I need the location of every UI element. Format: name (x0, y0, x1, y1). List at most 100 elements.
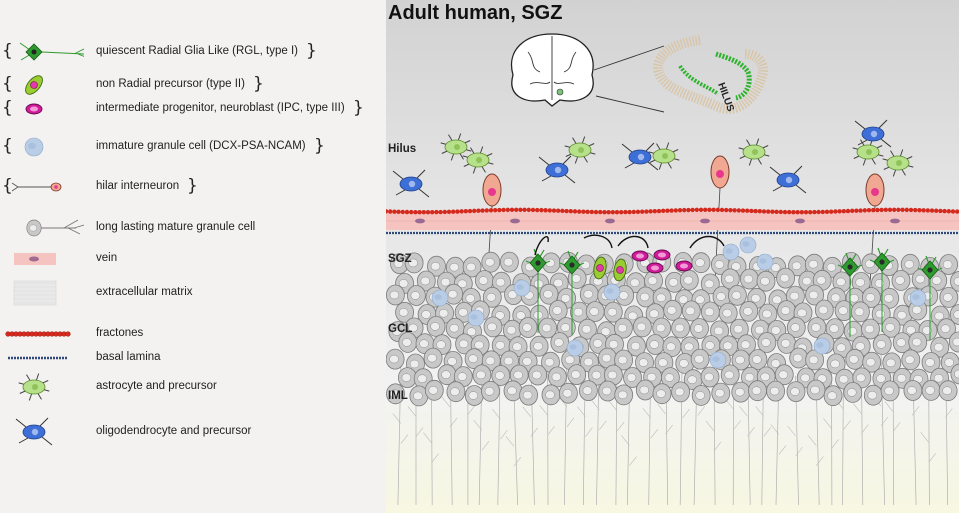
fractone (593, 209, 599, 215)
legend-item: {immature granule cell (DCX-PSA-NCAM)} (0, 132, 386, 162)
fractone (635, 209, 641, 214)
fractone (934, 208, 939, 213)
mature-granule-cell (851, 301, 870, 323)
fractone (564, 208, 569, 214)
mature-granule-cell (690, 318, 709, 339)
ipc-neuroblast (653, 249, 671, 261)
fractone (577, 209, 582, 214)
immature-granule-cell (813, 337, 831, 355)
mature-granule-cell (585, 301, 605, 322)
mature-granule-cell (491, 334, 511, 356)
mature-granule-cell (481, 251, 501, 273)
legend-item: fractones (0, 319, 386, 349)
fractone (904, 207, 909, 213)
legend-panel: {quiescent Radial Glia Like (RGL, type I… (0, 0, 386, 513)
lineage-arrow (689, 235, 725, 249)
fractone (917, 207, 922, 213)
mature-granule-cell (550, 332, 570, 353)
mature-granule-cell (740, 268, 759, 290)
mature-granule-cell (789, 347, 809, 369)
fractone (535, 207, 540, 213)
mature-granule-cell (423, 347, 443, 369)
mature-granule-cell (503, 319, 522, 341)
sgz-diagram: HILUS (386, 0, 959, 513)
mature-granule-cell (559, 382, 578, 404)
fractone (673, 208, 678, 213)
fractone (841, 208, 846, 214)
mature-granule-cell (406, 285, 426, 306)
mature-granule-cell (386, 348, 405, 370)
legend-label: vein (96, 252, 118, 264)
fractone (787, 209, 792, 215)
vein-nucleus (605, 218, 615, 224)
mature-granule-cell (774, 364, 794, 386)
immature-granule-cell (467, 309, 485, 327)
oligodendrocyte (769, 165, 807, 194)
mature-granule-cell (603, 301, 623, 323)
mature-granule-cell (635, 379, 655, 401)
mature-granule-cell (908, 331, 928, 353)
oligodendrocyte-icon (15, 417, 53, 446)
mature-granule-cell (700, 273, 720, 295)
granule-dendrite (564, 346, 568, 506)
astrocyte (564, 136, 596, 164)
mature-granule-cell (938, 380, 958, 402)
fractones-icon (5, 331, 71, 337)
mature-granule-cell (845, 348, 865, 370)
fractone (446, 209, 452, 215)
fractone (791, 209, 796, 215)
dendrite-branch (577, 406, 593, 437)
ipc-neuroblast (631, 250, 649, 262)
legend-brace-close: } (306, 41, 317, 61)
legend-item: oligodendrocyte and precursor (0, 417, 386, 447)
mature-granule-cell (503, 380, 523, 402)
fractone (820, 209, 825, 215)
mature-granule-cell (588, 364, 607, 386)
fractone (430, 209, 435, 215)
fractone (392, 209, 397, 214)
mature-granule-cell (633, 316, 652, 338)
fractone (488, 208, 494, 213)
fractone (803, 209, 809, 215)
mature-granule-cell (852, 367, 872, 389)
mature-granule-cell (386, 284, 405, 306)
fractone (665, 208, 670, 213)
mature-granule-cell (491, 365, 511, 386)
mature-granule-cell (937, 318, 956, 340)
basal-lamina-icon (8, 356, 68, 360)
mature-granule-cell (843, 381, 863, 403)
legend-label: oligodendrocyte and precursor (96, 425, 252, 437)
fractone (921, 208, 926, 213)
mature-granule-cell (900, 253, 920, 275)
fractone (619, 209, 624, 215)
fractone (396, 209, 401, 214)
ipc-neuroblast-icon (25, 103, 43, 115)
legend-brace-close: } (253, 74, 264, 94)
mature-granule-cell (500, 350, 519, 372)
fractone (955, 209, 959, 214)
mature-granule-cell (455, 333, 475, 355)
fractone (425, 209, 431, 215)
granule-dendrite (928, 382, 930, 506)
legend-brace-open: { (2, 74, 13, 94)
fractone (400, 209, 405, 215)
fractone (413, 209, 418, 215)
dendrite-branch (591, 399, 607, 430)
fractone (585, 209, 590, 215)
dendrite-branch (539, 405, 555, 436)
fractone (640, 209, 645, 214)
legend-label: extracellular matrix (96, 286, 193, 298)
legend-item: vein (0, 244, 386, 274)
layer-label-hilus: Hilus (388, 143, 417, 155)
mature-granule-cell (862, 351, 882, 373)
vein-nucleus (510, 218, 520, 224)
mature-granule-cell (445, 317, 465, 339)
mature-granule-cell (589, 332, 609, 354)
fractone (539, 207, 544, 213)
fractone (522, 207, 527, 213)
mature-granule-cell (614, 317, 633, 339)
legend-label: astrocyte and precursor (96, 380, 217, 392)
fractone (455, 209, 460, 214)
immature-granule-cell (431, 289, 449, 307)
mature-granule-cell (529, 335, 549, 357)
